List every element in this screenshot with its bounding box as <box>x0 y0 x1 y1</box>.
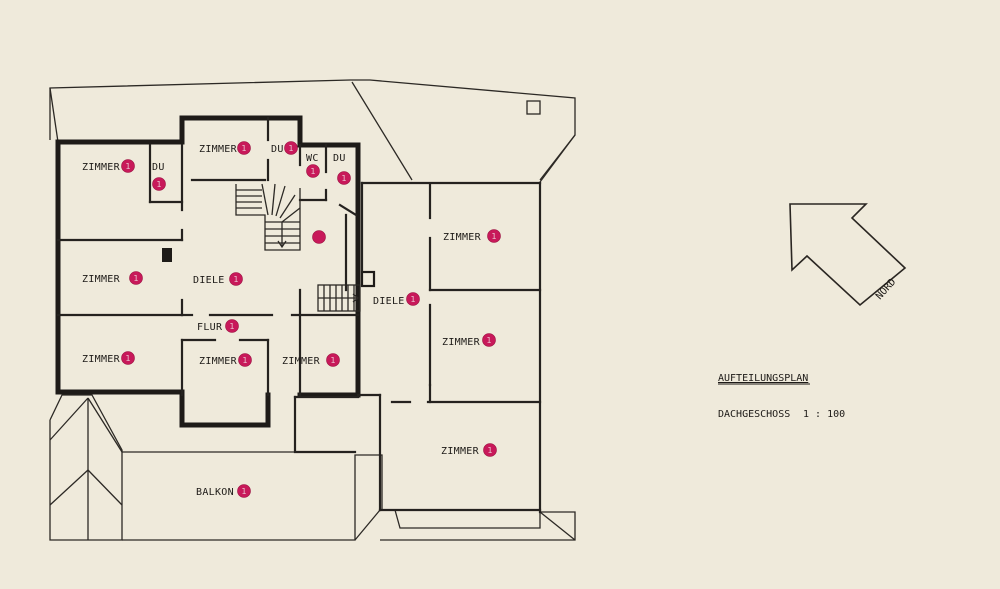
north-arrow: NORD <box>789 203 907 307</box>
stair-marker <box>312 230 326 244</box>
room-marker-number: 1 <box>234 275 239 284</box>
room-label: FLUR <box>197 322 223 333</box>
plan-legend: AUFTEILUNGSPLAN DACHGESCHOSS 1 : 100 <box>718 373 845 420</box>
room-marker-number: 1 <box>331 356 336 365</box>
room-label: DU <box>271 144 284 155</box>
room-marker <box>121 159 135 173</box>
staircase <box>235 183 361 312</box>
roof-outline <box>49 79 576 541</box>
room-marker-number: 1 <box>126 162 131 171</box>
room-marker <box>326 353 340 367</box>
room-label: ZIMMER <box>82 274 121 285</box>
room-marker-number: 1 <box>411 295 416 304</box>
room-marker <box>121 351 135 365</box>
room-marker-number: 1 <box>488 446 493 455</box>
room-marker-number: 1 <box>492 232 497 241</box>
room-wc: WC 1 <box>306 153 320 178</box>
room-marker <box>129 271 143 285</box>
room-diele-east: DIELE 1 <box>373 292 420 307</box>
room-marker <box>482 333 496 347</box>
room-marker <box>337 171 351 185</box>
room-marker <box>306 164 320 178</box>
room-zimmer-east-upper: ZIMMER 1 <box>443 229 501 243</box>
room-zimmer-northwest: ZIMMER 1 <box>82 159 135 173</box>
legend-subtitle: DACHGESCHOSS <box>718 409 790 420</box>
room-label: DIELE <box>193 275 225 286</box>
room-marker-number: 1 <box>342 174 347 183</box>
legend-scale: 1 : 100 <box>803 409 845 420</box>
room-marker <box>237 141 251 155</box>
room-du-east: DU 1 <box>333 153 351 185</box>
legend-title: AUFTEILUNGSPLAN <box>718 373 808 384</box>
north-arrow-icon <box>789 203 907 307</box>
room-diele-main: DIELE 1 <box>193 272 243 286</box>
room-marker <box>237 484 251 498</box>
room-marker <box>284 141 298 155</box>
room-marker-number: 1 <box>230 322 235 331</box>
room-marker <box>225 319 239 333</box>
room-label: ZIMMER <box>199 144 238 155</box>
room-balkon: BALKON 1 <box>196 484 251 498</box>
room-marker <box>229 272 243 286</box>
room-marker <box>312 230 326 244</box>
room-du-northwest: DU 1 <box>152 162 166 191</box>
room-zimmer-south-east: ZIMMER 1 <box>282 353 340 367</box>
room-label: ZIMMER <box>442 337 481 348</box>
room-du-north: DU 1 <box>271 141 298 155</box>
room-label: ZIMMER <box>82 354 121 365</box>
room-label: BALKON <box>196 487 234 498</box>
room-label: ZIMMER <box>443 232 482 243</box>
north-label: NORD <box>874 277 898 302</box>
room-label: ZIMMER <box>82 162 121 173</box>
room-zimmer-north: ZIMMER 1 <box>199 141 251 155</box>
room-label: WC <box>306 153 319 164</box>
room-marker-number: 1 <box>157 180 162 189</box>
walls-left-wing <box>55 115 376 428</box>
room-marker <box>152 177 166 191</box>
room-zimmer-south-center: ZIMMER 1 <box>199 353 252 367</box>
room-marker-number: 1 <box>242 144 247 153</box>
room-marker-number: 1 <box>242 487 247 496</box>
room-label: ZIMMER <box>441 446 480 457</box>
room-marker-number: 1 <box>134 274 139 283</box>
walls-right-wing <box>293 181 542 514</box>
room-marker-number: 1 <box>126 354 131 363</box>
chimney-block <box>162 248 172 262</box>
room-label: DU <box>152 162 165 173</box>
room-marker-number: 1 <box>487 336 492 345</box>
room-flur: FLUR 1 <box>197 319 239 333</box>
room-label: DU <box>333 153 346 164</box>
room-zimmer-east-lower: ZIMMER 1 <box>441 443 497 457</box>
room-marker <box>487 229 501 243</box>
room-label: DIELE <box>373 296 405 307</box>
chimney-square <box>526 100 541 115</box>
room-label: ZIMMER <box>282 356 321 367</box>
room-marker-number: 1 <box>289 144 294 153</box>
room-zimmer-east-middle: ZIMMER 1 <box>442 333 496 348</box>
room-marker <box>406 292 420 306</box>
room-zimmer-west: ZIMMER 1 <box>82 271 143 285</box>
room-zimmer-southwest: ZIMMER 1 <box>82 351 135 365</box>
chimney-block <box>360 270 376 288</box>
room-label: ZIMMER <box>199 356 238 367</box>
room-marker-number: 1 <box>311 167 316 176</box>
room-marker-number: 1 <box>243 356 248 365</box>
room-marker <box>483 443 497 457</box>
room-marker <box>238 353 252 367</box>
